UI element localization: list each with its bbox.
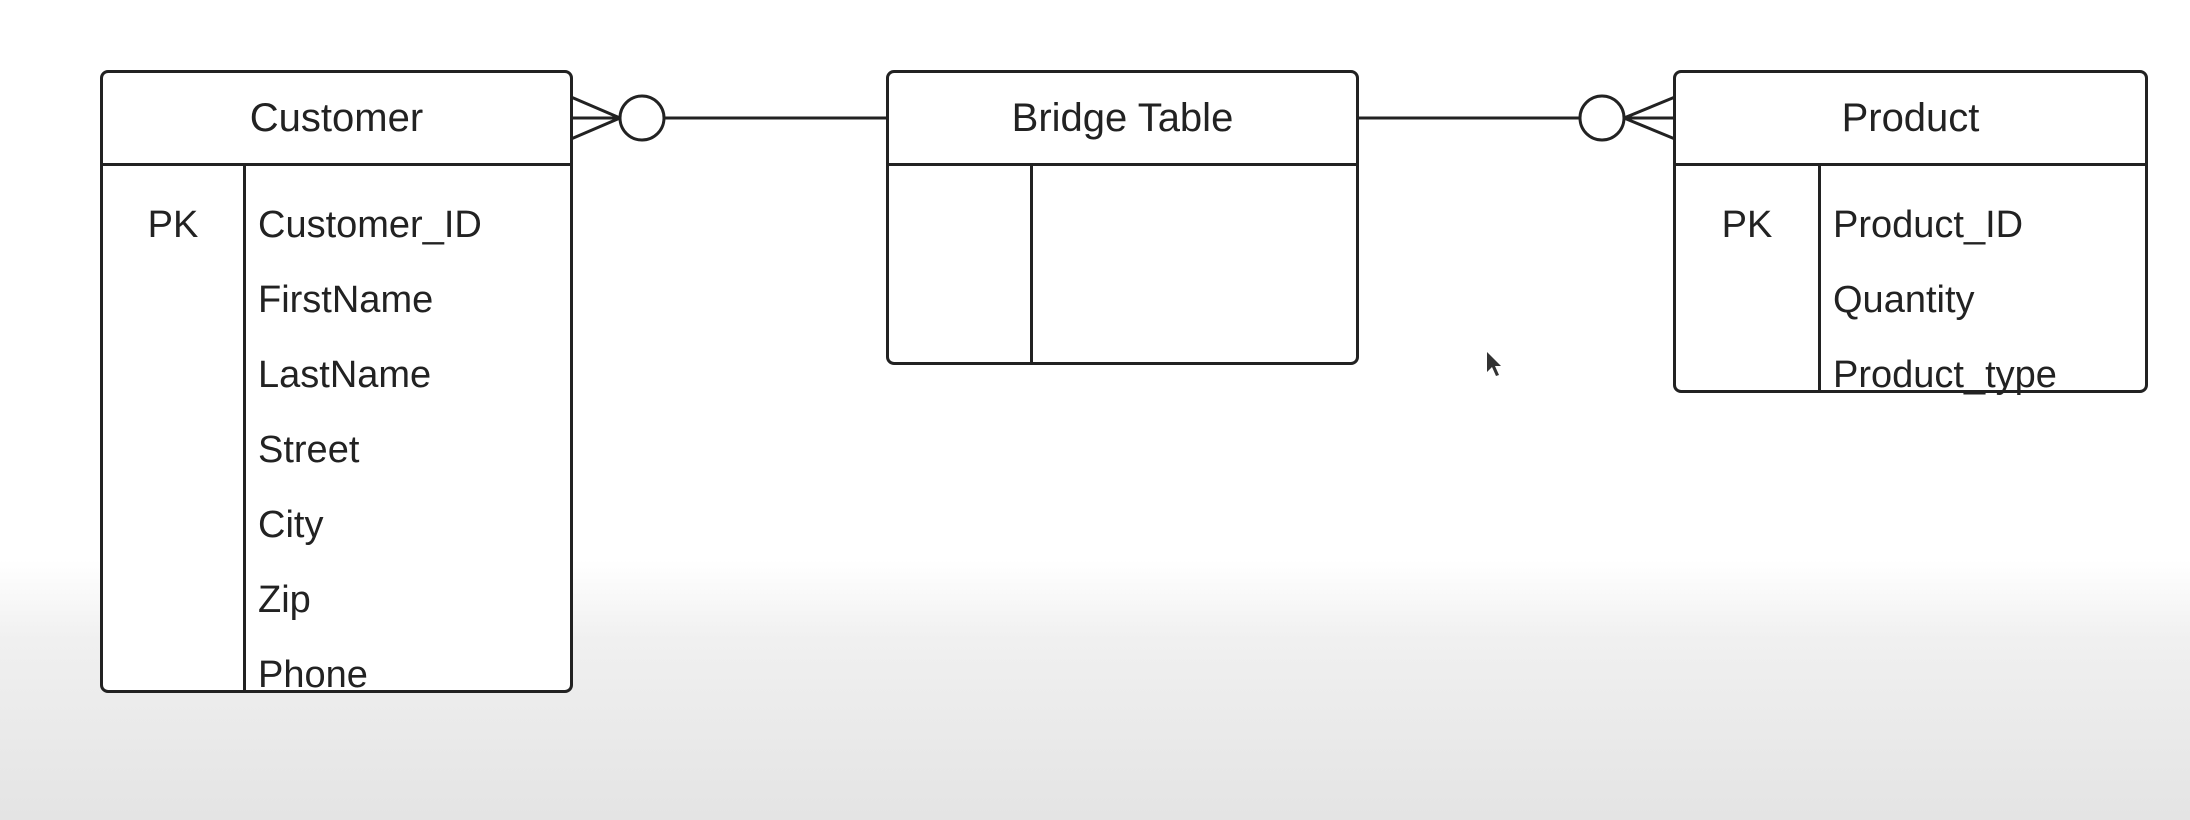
- customer-attribute-column: Customer_ID FirstName LastName Street Ci…: [246, 166, 570, 694]
- customer-attribute: Phone: [258, 654, 368, 696]
- customer-attribute: Zip: [258, 579, 311, 621]
- customer-pk-label: PK: [147, 204, 199, 246]
- cursor-icon: [1487, 352, 1501, 376]
- customer-attribute: Street: [258, 429, 360, 471]
- product-key-column: PK: [1676, 166, 1821, 390]
- bridge-table-entity[interactable]: Bridge Table: [886, 70, 1359, 365]
- customer-attribute: Customer_ID: [258, 204, 482, 246]
- customer-entity[interactable]: Customer PK Customer_ID FirstName LastNa…: [100, 70, 573, 694]
- product-attribute: Quantity: [1833, 279, 1975, 321]
- bridge-attribute-column: [1033, 166, 1356, 362]
- product-attribute: Product_ID: [1833, 204, 2024, 246]
- bridge-table-title: Bridge Table: [889, 73, 1356, 166]
- customer-key-column: PK: [103, 166, 246, 690]
- product-entity-title: Product: [1676, 73, 2145, 166]
- bridge-table-body: [889, 166, 1356, 362]
- product-attribute: Product_type: [1833, 354, 2057, 396]
- bridge-product-relationship: [1357, 94, 1676, 142]
- bridge-key-column: [889, 166, 1033, 362]
- customer-entity-body: PK Customer_ID FirstName LastName Street…: [103, 166, 570, 694]
- customer-attribute: City: [258, 504, 324, 546]
- product-pk-label: PK: [1721, 204, 1773, 246]
- customer-entity-title: Customer: [103, 73, 570, 166]
- product-attribute-column: Product_ID Quantity Product_type: [1821, 166, 2145, 394]
- product-entity[interactable]: Product PK Product_ID Quantity Product_t…: [1673, 70, 2148, 394]
- customer-attribute: FirstName: [258, 279, 434, 321]
- customer-attribute: LastName: [258, 354, 432, 396]
- customer-bridge-relationship: [570, 94, 888, 142]
- product-entity-body: PK Product_ID Quantity Product_type: [1676, 166, 2145, 394]
